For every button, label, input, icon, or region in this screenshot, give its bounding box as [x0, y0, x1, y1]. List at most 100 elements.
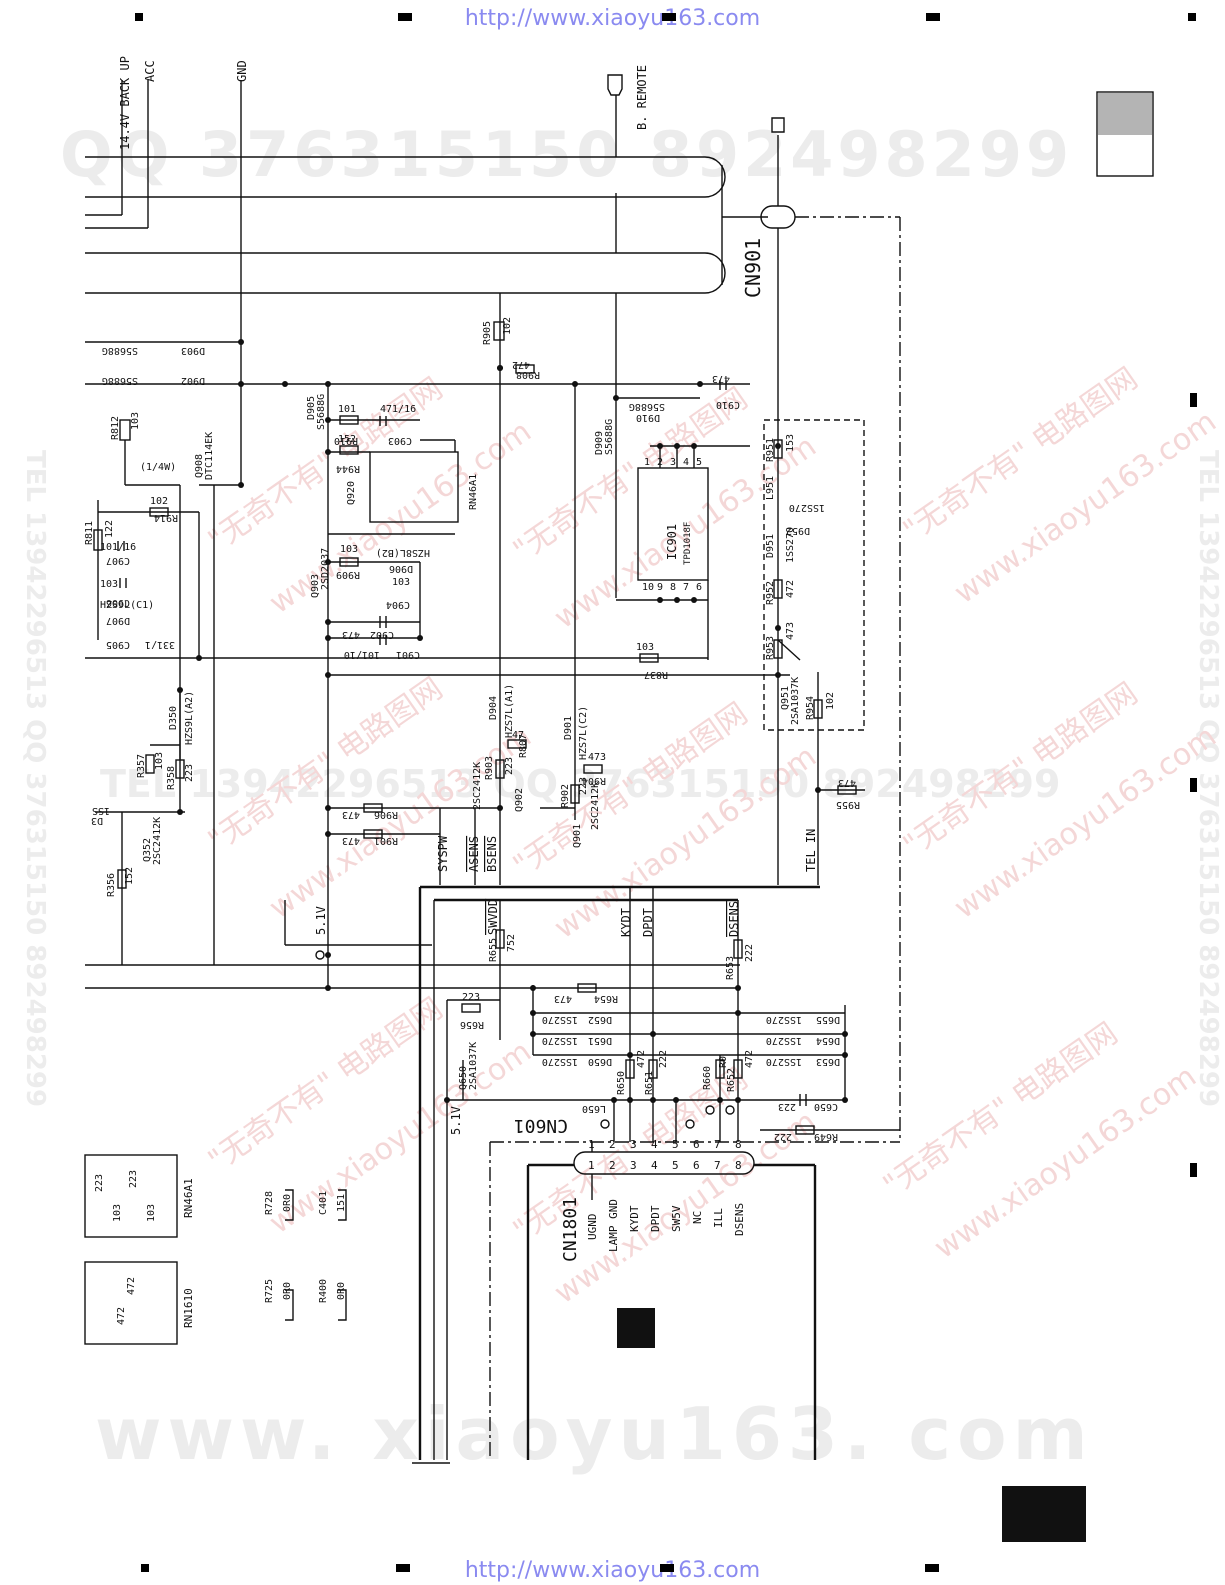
part-q650-value: 2SA1037K — [468, 1042, 479, 1090]
part-d951-value: 1SS270 — [785, 527, 796, 563]
part-r902-value: 223 — [578, 777, 589, 795]
part-d652: D652 — [588, 1014, 612, 1025]
signal-dsens: DSENS — [727, 901, 741, 937]
bottom-url: http://www.xiaoyu163.com — [464, 1558, 761, 1583]
part-r811: R811 — [84, 521, 95, 545]
part-q901: Q901 — [572, 824, 583, 848]
cn1801-label: UGND — [586, 1214, 599, 1241]
cn601-pin: 6 — [693, 1138, 700, 1151]
part-q908-value: DTC114EK — [204, 432, 215, 480]
part-c901: C901 — [396, 649, 420, 660]
part-d654-value: 1SS270 — [766, 1035, 802, 1046]
part-r652-value: 472 — [744, 1050, 755, 1068]
part-r914-watt: (1/4W) — [140, 462, 176, 473]
part-r660-value: R0 — [718, 1056, 729, 1068]
label-cn1801: CN1801 — [560, 1197, 581, 1262]
part-r812: R812 — [110, 416, 121, 440]
part-r400: R400 — [318, 1279, 329, 1303]
part-r910: R910 — [334, 435, 358, 446]
ic901-pin: 6 — [696, 582, 702, 593]
part-c906: C906 — [106, 597, 130, 608]
part-d904: D904 — [488, 696, 499, 720]
part-r954: R954 — [805, 696, 816, 720]
part-r649: R649 — [814, 1131, 838, 1142]
part-r728: R728 — [264, 1191, 275, 1215]
part-d654: D654 — [816, 1035, 840, 1046]
part-r660: R660 — [702, 1066, 713, 1090]
cn601-pin: 3 — [630, 1138, 637, 1151]
part-c910: C910 — [716, 399, 740, 410]
part-q352: Q352 — [142, 838, 153, 862]
tel-watermark-right: TEL 13942296513 QQ 376315150 892498299 — [1193, 450, 1223, 1108]
part-r356-value: 152 — [124, 867, 135, 885]
part-d902-value: S5688G — [102, 375, 138, 386]
part-r944-value: 152 — [338, 434, 356, 445]
cn1801-pin: 6 — [693, 1159, 700, 1172]
part-rn46a1-ic: RN46A1 — [468, 474, 479, 510]
signal-syspw: SYSPW — [436, 835, 450, 872]
ic901-pin: 3 — [670, 457, 676, 468]
label-cn901: CN901 — [741, 238, 765, 298]
cn601-pin: 5 — [672, 1138, 679, 1151]
rn1610-label: RN1610 — [182, 1288, 195, 1328]
cn1801-pin: 5 — [672, 1159, 679, 1172]
part-d653-value: 1SS270 — [766, 1056, 802, 1067]
rn46a1-value: 223 — [128, 1170, 139, 1188]
part-d350-value: HZS9L(A2) — [184, 691, 195, 745]
registration-mark — [925, 1564, 939, 1572]
part-q903: Q903 — [310, 574, 321, 598]
part-r649-value: 222 — [774, 1131, 792, 1142]
part-r357: R357 — [136, 754, 147, 778]
part-r908-value: 472 — [512, 359, 530, 370]
ic901-pin: 8 — [670, 582, 676, 593]
ic901-pin: 4 — [683, 457, 689, 468]
part-c904: C904 — [386, 599, 410, 610]
part-d651: D651 — [588, 1035, 612, 1046]
part-r904-value: 473 — [588, 752, 606, 763]
registration-mark — [141, 1564, 149, 1572]
registration-mark — [660, 1564, 674, 1572]
part-r952-value: 472 — [785, 580, 796, 598]
part-l650: L650 — [582, 1103, 606, 1114]
registration-mark — [135, 13, 143, 21]
part-r902: R902 — [560, 784, 571, 808]
part-r910-value: 101 — [338, 404, 356, 415]
rn1610-value: 472 — [116, 1307, 127, 1325]
part-r654: R654 — [594, 993, 618, 1004]
harness-bottom — [85, 252, 726, 294]
part-r903: R903 — [484, 756, 495, 780]
part-r901-value: 473 — [342, 835, 360, 846]
part-r909-value: 103 — [340, 544, 358, 555]
registration-mark — [1188, 13, 1196, 21]
part-r651: R651 — [644, 1071, 655, 1095]
cn601-pin: 4 — [651, 1138, 658, 1151]
part-d905: D905 — [306, 396, 317, 420]
label-5v1-lower: 5.1V — [449, 1106, 463, 1135]
part-c901-value: 101/10 — [344, 649, 380, 660]
part-c905: C905 — [106, 639, 130, 650]
signal-swvdd: SWVDD — [486, 899, 500, 935]
rn46a1-value: 103 — [146, 1204, 157, 1222]
cn1801-pin: 3 — [630, 1159, 637, 1172]
ic901-pin: 10 — [642, 582, 654, 593]
part-d652-value: 1SS270 — [542, 1014, 578, 1025]
rn1610-value: 472 — [126, 1277, 137, 1295]
cn1801-pin: 4 — [651, 1159, 658, 1172]
part-d650: D650 — [588, 1056, 612, 1067]
part-d650-value: 1SS270 — [542, 1056, 578, 1067]
part-c650-value: 223 — [778, 1101, 796, 1112]
signal-asens: ASENS — [467, 836, 481, 872]
registration-mark — [1190, 1163, 1197, 1177]
part-d901: D901 — [563, 716, 574, 740]
part-c401: C401 — [318, 1191, 329, 1215]
part-r811-value: 122 — [104, 520, 115, 538]
part-c401-value: 151 — [336, 1194, 347, 1212]
rn46a1-label: RN46A1 — [182, 1178, 195, 1218]
part-q902: Q902 — [514, 788, 525, 812]
part-q902-value: 2SC2412K — [472, 762, 483, 810]
registration-mark — [662, 13, 676, 21]
registration-mark — [926, 13, 940, 21]
rn46a1-value: 223 — [94, 1174, 105, 1192]
part-r807: R807 — [518, 734, 529, 758]
